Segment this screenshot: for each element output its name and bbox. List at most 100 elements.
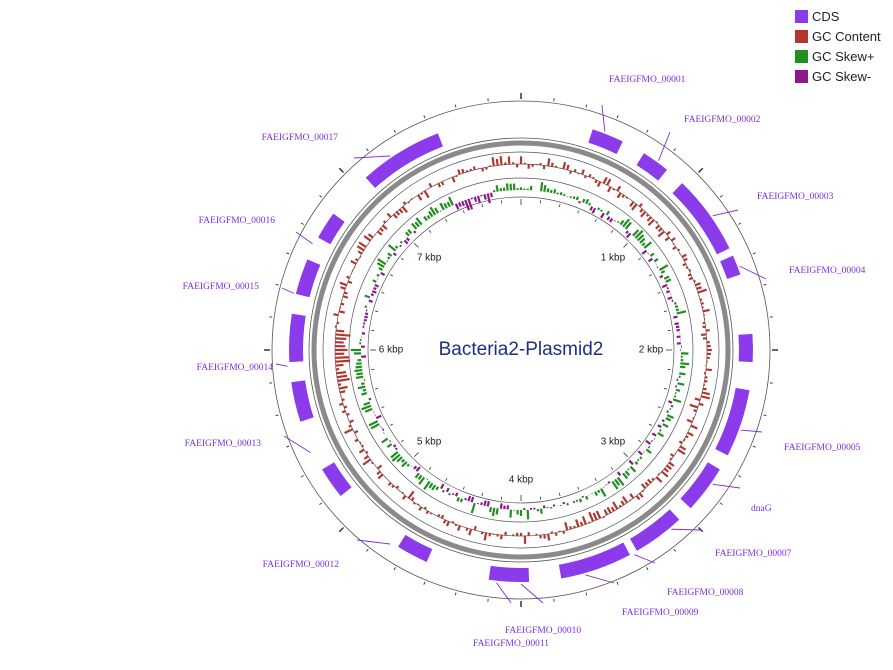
gc-skew-plus-bar <box>665 278 672 283</box>
gc-content-bar <box>688 276 693 281</box>
gc-content-bar <box>639 208 644 213</box>
gc-content-bar <box>337 377 350 383</box>
gc-skew-plus-bar <box>441 489 445 493</box>
gc-content-bar <box>340 302 345 306</box>
gc-content-bar <box>640 483 647 489</box>
feature-label: FAEIGFMO_00005 <box>784 443 861 453</box>
cds-arc <box>720 255 741 280</box>
gc-content-bar <box>361 444 364 448</box>
gc-content-bar <box>386 212 392 218</box>
gc-content-bar <box>628 499 632 502</box>
gc-skew-plus-bar <box>378 267 383 271</box>
gc-content-bar <box>700 302 704 305</box>
gc-skew-minus-bar <box>413 465 418 470</box>
gc-content-bar <box>569 170 573 175</box>
gc-skew-minus-bar <box>392 252 397 257</box>
gc-skew-plus-bar <box>594 491 599 496</box>
inner-tick <box>577 210 580 214</box>
gc-content-track <box>333 156 712 544</box>
outer-tick <box>454 104 457 108</box>
gc-content-bar <box>678 440 683 444</box>
cds-arc <box>398 534 433 562</box>
outer-tick <box>646 567 649 571</box>
inner-tick <box>428 467 432 471</box>
gc-content-bar <box>635 495 641 501</box>
gc-content-bar <box>391 484 395 489</box>
gc-content-bar <box>682 262 687 267</box>
gc-skew-plus-bar <box>597 207 601 211</box>
gc-content-bar <box>672 246 677 251</box>
outer-tick <box>393 129 396 133</box>
gc-content-bar <box>602 516 606 519</box>
gc-skew-minus-bar <box>666 286 669 290</box>
cds-track <box>289 129 753 582</box>
outer-tick <box>454 592 457 596</box>
outer-tick <box>319 502 323 505</box>
gc-skew-plus-bar <box>415 217 423 226</box>
gc-skew-plus-bar <box>539 182 544 192</box>
gc-skew-minus-bar <box>370 293 375 297</box>
outer-tick <box>697 167 704 174</box>
legend-item-gc-skew-minus: GC Skew- <box>795 66 881 86</box>
gc-content-bar <box>689 403 699 409</box>
gc-content-bar <box>579 521 584 527</box>
gc-skew-minus-bar <box>476 195 482 204</box>
outer-tick <box>752 445 756 448</box>
feature-label: FAEIGFMO_00016 <box>199 216 276 226</box>
gc-skew-plus-bar <box>387 244 397 252</box>
gc-content-bar <box>668 461 675 467</box>
feature-leader-line <box>739 265 767 280</box>
inner-tick <box>577 486 580 490</box>
outer-tick <box>300 475 304 478</box>
cds-arc <box>588 129 623 155</box>
gc-skew-plus-bar <box>377 258 387 266</box>
gc-skew-plus-bar <box>553 189 557 194</box>
gc-content-bar <box>705 368 712 372</box>
gc-skew-plus-bar <box>546 188 550 193</box>
outer-tick <box>300 222 304 225</box>
gc-skew-plus-bar <box>448 196 454 206</box>
gc-skew-plus-bar <box>447 492 451 496</box>
gc-skew-minus-bar <box>609 217 614 223</box>
gc-skew-minus-bar <box>464 497 467 501</box>
gc-content-bar <box>423 506 427 510</box>
gc-skew-minus-bar <box>445 487 450 493</box>
inner-tick <box>610 229 614 233</box>
gc-skew-minus-bar <box>483 500 487 507</box>
outer-tick <box>738 475 742 478</box>
gc-skew-minus-bar <box>661 283 668 289</box>
gc-content-bar <box>547 533 551 541</box>
outer-tick <box>423 115 426 119</box>
gc-content-bar <box>697 288 708 294</box>
gc-content-bar <box>640 211 647 218</box>
gc-content-bar <box>646 216 652 222</box>
gc-skew-plus-bar <box>364 294 371 299</box>
gc-skew-minus-bar <box>470 496 475 503</box>
legend-item-gc-skew-plus: GC Skew+ <box>795 46 881 66</box>
cds-arc <box>295 259 321 298</box>
gc-content-bar <box>418 506 423 511</box>
gc-skew-minus-bar <box>657 424 662 429</box>
gc-content-bar <box>606 506 612 514</box>
gc-skew-plus-bar <box>660 270 666 274</box>
gc-content-bar <box>379 227 384 232</box>
gc-skew-plus-bar <box>405 231 410 237</box>
feature-label: FAEIGFMO_00011 <box>473 639 549 649</box>
gc-skew-minus-bar <box>374 283 380 288</box>
gc-content-bar <box>543 534 546 539</box>
gc-content-bar <box>340 286 346 290</box>
kbp-label: 4 kbp <box>509 475 534 486</box>
gc-content-bar <box>335 337 347 341</box>
gc-content-bar <box>382 224 388 231</box>
gc-content-bar <box>612 501 619 510</box>
gc-content-bar <box>335 359 351 363</box>
gc-content-bar <box>685 435 689 439</box>
gc-content-bar <box>392 213 398 219</box>
gc-skew-plus-bar <box>641 242 646 247</box>
inner-tick <box>381 291 385 294</box>
gc-skew-plus-swatch <box>795 49 808 63</box>
gc-content-bar <box>417 194 423 201</box>
gc-content-bar <box>693 279 696 283</box>
gc-skew-plus-bar <box>376 262 385 269</box>
